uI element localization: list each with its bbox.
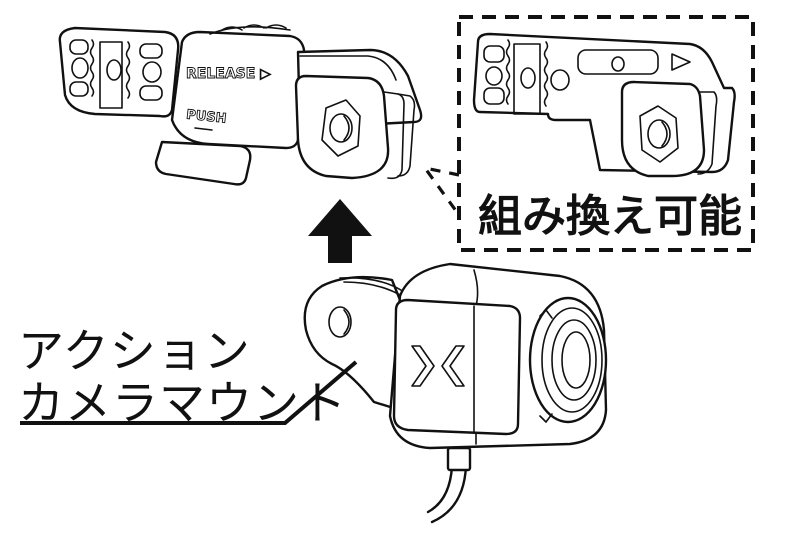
- mount-plate-hole: [142, 61, 162, 83]
- mount-knuckle: [294, 74, 390, 180]
- mount-plate-slot: [139, 43, 163, 59]
- push-underline: [194, 127, 213, 131]
- arrow-up-icon: [308, 199, 372, 263]
- reconfig-side-hole: [550, 69, 570, 91]
- reconfig-knuckle-fin: [697, 91, 718, 175]
- mount-plate-slot: [139, 85, 163, 101]
- mount-plate-hole: [71, 57, 89, 79]
- callout-pointer: [421, 165, 461, 216]
- reconfig-bolt-hole: [647, 119, 671, 149]
- camera-lens-glass: [561, 331, 591, 389]
- callout-label-reconfigurable: 組み換え可能: [478, 191, 742, 242]
- callout-dashed-border: [457, 15, 755, 252]
- reconfig-bolt-thread: [661, 121, 668, 147]
- reconfig-teeth: [505, 39, 511, 105]
- mount-release-body: [170, 30, 306, 150]
- camera-front-plate: [392, 298, 522, 436]
- mount-plate-teeth: [89, 39, 95, 97]
- annotation-label-line1: アクション: [18, 324, 251, 378]
- camera-lens-ring-inner: [551, 319, 597, 401]
- reconfig-slot: [483, 45, 505, 63]
- camera-mount-lug-ridge: [339, 276, 405, 297]
- camera-mount-hole-thread: [343, 309, 350, 335]
- reconfig-teeth: [543, 41, 549, 107]
- push-label: PUSH: [185, 108, 227, 127]
- camera-cable-strain-relief: [446, 446, 472, 472]
- reconfig-release-slot: [577, 49, 659, 75]
- mount-foot: [154, 140, 252, 186]
- annotation-leader-line: [20, 360, 358, 425]
- mount-reconfigured: [472, 32, 736, 178]
- reconfig-slot: [483, 87, 505, 105]
- camera-cable: [426, 464, 468, 524]
- reconfig-hole: [485, 66, 503, 86]
- camera-mount-hole: [328, 306, 352, 338]
- mount-plate-teeth: [125, 41, 131, 99]
- mount-assembled: RELEASE ▷ PUSH: [58, 24, 423, 186]
- camera-logo-x-icon: [411, 345, 465, 387]
- camera-lens-tab: [539, 309, 553, 423]
- reconfig-triangle: [671, 53, 691, 71]
- callout-box: [421, 15, 755, 252]
- camera-assembly: [303, 262, 608, 524]
- annotation-label-line2: カメラマウント: [18, 376, 347, 430]
- reconfig-center-hole: [520, 67, 536, 89]
- mount-top-ribs: [209, 24, 291, 35]
- reconfig-release-dot: [611, 56, 625, 72]
- mount-plate-slot: [69, 39, 89, 55]
- mount-rear-plate: [58, 26, 180, 118]
- camera-mount-lug: [303, 275, 402, 412]
- mount-knuckle-fin: [397, 93, 416, 177]
- reconfig-center: [513, 43, 541, 115]
- mount-plate-center-hole: [106, 59, 122, 81]
- mount-bolt-thread: [343, 115, 350, 141]
- mount-arm-inner: [299, 55, 397, 81]
- release-label: RELEASE ▷: [186, 66, 271, 82]
- mount-hex-nut: [321, 99, 361, 157]
- reconfig-hex-nut: [639, 105, 679, 163]
- mount-plate-center: [99, 41, 123, 109]
- reconfig-knuckle: [620, 80, 706, 178]
- camera-lens-ring-mid: [541, 307, 603, 413]
- mount-plate-slot: [69, 81, 89, 97]
- mount-bolt-hole: [329, 113, 353, 143]
